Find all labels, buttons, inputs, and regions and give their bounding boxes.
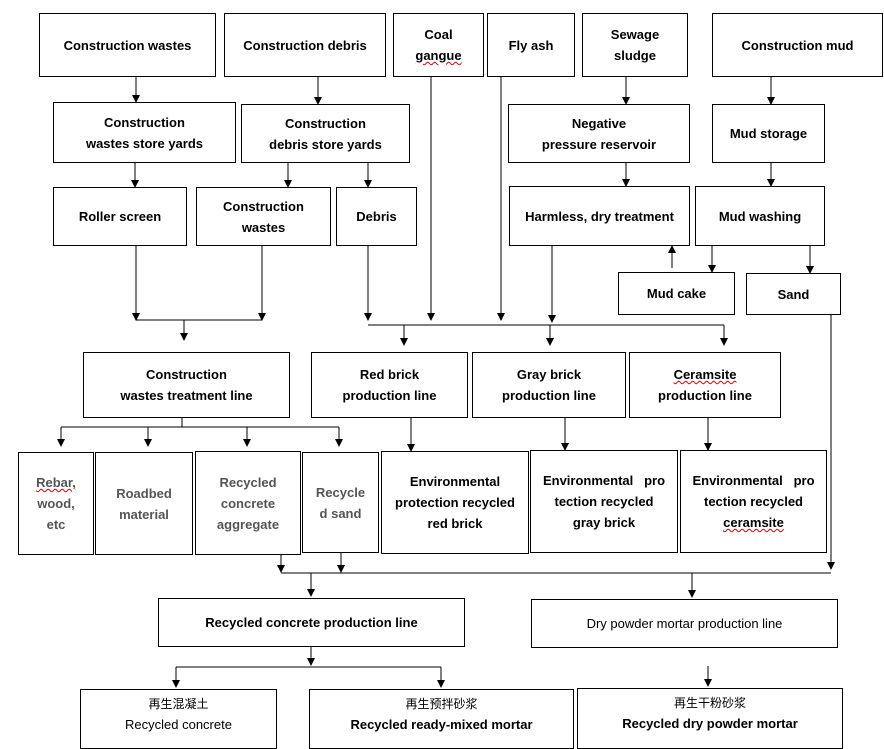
node-wastes-treatment-line: Construction wastes treatment line (83, 352, 290, 418)
label: Environmental pro (542, 473, 666, 488)
label: Dry powder mortar production line (586, 616, 783, 631)
node-dry-powder-mortar-line: Dry powder mortar production line (531, 599, 838, 648)
node-recycled-sand: Recycle d sand (302, 452, 379, 553)
node-roadbed-material: Roadbed material (95, 452, 193, 555)
node-mud-storage: Mud storage (712, 104, 825, 163)
label: Sand (777, 286, 810, 302)
node-recycled-ready-mixed-mortar: 再生预拌砂浆 Recycled ready-mixed mortar (309, 689, 574, 749)
label: production line (342, 388, 437, 403)
label: Gray brick (516, 367, 582, 382)
label: Harmless, dry treatment (525, 208, 674, 224)
label: Environmental pro (692, 473, 815, 488)
label: Recycled (219, 474, 277, 490)
label: etc (46, 517, 66, 532)
label: Negative (571, 115, 627, 131)
label: Sewage (610, 27, 660, 42)
label-en: Recycled ready-mixed mortar (350, 717, 533, 732)
label: aggregate (216, 516, 280, 532)
label: Mud washing (718, 208, 802, 224)
label-cn: 再生干粉砂浆 (673, 696, 746, 710)
node-construction-wastes: Construction wastes (39, 13, 216, 77)
label: Red brick (359, 367, 420, 382)
node-fly-ash: Fly ash (487, 13, 575, 77)
label: wastes store yards (85, 135, 204, 151)
label-en: Recycled concrete (125, 717, 232, 732)
label: concrete (220, 495, 276, 511)
node-construction-debris: Construction debris (224, 13, 386, 77)
node-red-brick-line: Red brick production line (311, 352, 468, 418)
node-harmless-dry-treatment: Harmless, dry treatment (509, 186, 690, 246)
label: gray brick (572, 515, 636, 530)
node-debris: Debris (336, 187, 417, 246)
label: Construction (104, 114, 185, 130)
label: d sand (319, 505, 362, 521)
node-sewage-sludge: Sewage sludge (582, 13, 688, 77)
node-mud-cake: Mud cake (618, 272, 735, 315)
label: Debris (356, 209, 397, 224)
node-ceramsite-line: Ceramsite production line (629, 352, 781, 418)
node-recycled-concrete: 再生混凝土 Recycled concrete (80, 689, 277, 749)
label: Mud cake (646, 286, 707, 301)
label: debris store yards (269, 136, 382, 152)
node-mud-washing: Mud washing (695, 186, 825, 246)
label: Ceramsite (673, 367, 737, 382)
node-gray-brick-line: Gray brick production line (472, 352, 626, 418)
label: wood, (37, 496, 75, 511)
node-env-ceramsite: Environmental pro tection recycled ceram… (680, 450, 827, 553)
label: red brick (427, 516, 483, 531)
node-coal-gangue: Coal gangue (393, 13, 484, 77)
label: Construction debris (243, 37, 367, 53)
label: Recycle (315, 484, 366, 500)
label-en: Recycled dry powder mortar (622, 716, 798, 731)
label: Construction wastes (63, 37, 192, 53)
label: Fly ash (508, 37, 554, 53)
label: production line (502, 388, 596, 403)
node-recycled-dry-powder-mortar: 再生干粉砂浆 Recycled dry powder mortar (577, 688, 843, 749)
label: Mud storage (729, 126, 808, 141)
label-cn: 再生预拌砂浆 (405, 697, 478, 711)
node-recycled-concrete-production-line: Recycled concrete production line (158, 598, 465, 647)
label: Coal (424, 27, 453, 42)
label: Construction (223, 198, 304, 214)
node-construction-mud: Construction mud (712, 13, 883, 77)
node-recycled-concrete-aggregate: Recycled concrete aggregate (195, 451, 301, 555)
label: wastes (241, 219, 286, 235)
label: tection recycled (704, 494, 803, 509)
label: production line (658, 388, 752, 403)
label: sludge (614, 48, 656, 63)
node-roller-screen: Roller screen (53, 187, 187, 246)
label: Recycled concrete production line (205, 615, 418, 630)
label: protection recycled (395, 495, 515, 510)
label: Construction (285, 115, 366, 131)
node-env-red-brick: Environmental protection recycled red br… (381, 451, 529, 554)
label: Roadbed (116, 485, 172, 501)
node-debris-store-yards: Construction debris store yards (241, 104, 410, 163)
label: Construction mud (741, 37, 854, 53)
node-negative-pressure-reservoir: Negative pressure reservoir (508, 104, 690, 163)
label: wastes treatment line (120, 388, 253, 403)
node-sand: Sand (746, 273, 841, 315)
node-rebar-wood: Rebar, wood, etc (18, 452, 94, 555)
label: ceramsite (723, 515, 784, 530)
label: Rebar, (36, 475, 76, 490)
label: Environmental (409, 474, 501, 489)
label: tection recycled (554, 494, 654, 509)
label: Roller screen (78, 209, 162, 224)
label-cn: 再生混凝土 (148, 697, 209, 711)
label: Construction (146, 367, 227, 382)
label: material (119, 506, 169, 522)
label: gangue (415, 48, 462, 63)
node-construction-wastes-sorted: Construction wastes (196, 187, 331, 246)
node-env-gray-brick: Environmental pro tection recycled gray … (530, 450, 678, 553)
label: pressure reservoir (541, 136, 657, 152)
node-wastes-store-yards: Construction wastes store yards (53, 102, 236, 163)
